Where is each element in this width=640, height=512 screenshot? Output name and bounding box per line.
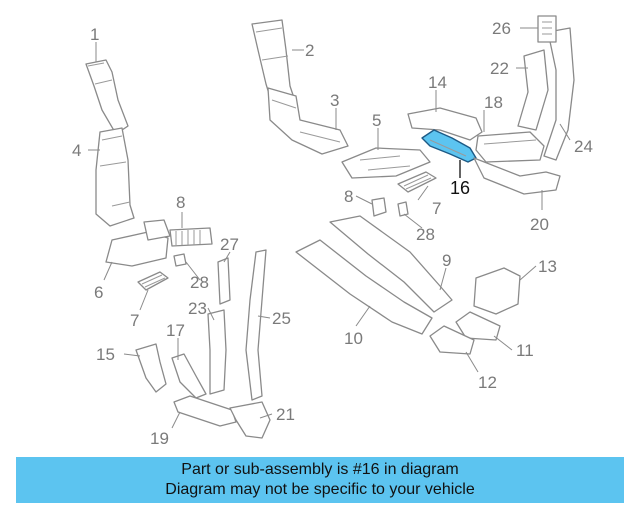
part-14-duct bbox=[407, 107, 483, 141]
part-21-duct bbox=[229, 401, 271, 439]
callout-labels: 1 2 3 4 5 6 7 7 8 8 9 10 11 12 13 14 15 … bbox=[72, 19, 593, 448]
part-19-duct bbox=[173, 395, 237, 427]
callout-18: 18 bbox=[484, 93, 503, 112]
callout-20: 20 bbox=[530, 215, 549, 234]
part-23-duct bbox=[207, 309, 227, 395]
part-9-duct bbox=[329, 215, 453, 313]
part-6-register bbox=[105, 219, 171, 267]
part-7-grille bbox=[137, 271, 169, 291]
part-3-duct bbox=[267, 87, 349, 155]
callout-7-lower: 7 bbox=[130, 311, 139, 330]
callout-8-left: 8 bbox=[176, 193, 185, 212]
part-28-clip-left bbox=[173, 253, 187, 267]
callout-25: 25 bbox=[272, 309, 291, 328]
callout-24: 24 bbox=[574, 137, 593, 156]
part-26-register bbox=[537, 15, 557, 43]
callout-12: 12 bbox=[478, 373, 497, 392]
callout-8-center: 8 bbox=[344, 187, 353, 206]
part-17-duct bbox=[171, 353, 207, 399]
callout-15: 15 bbox=[96, 345, 115, 364]
part-8-vent bbox=[169, 227, 213, 247]
callout-19: 19 bbox=[150, 429, 169, 448]
callout-26: 26 bbox=[492, 19, 511, 38]
callout-5: 5 bbox=[372, 111, 381, 130]
callout-13: 13 bbox=[538, 257, 557, 276]
part-18-duct bbox=[475, 131, 545, 163]
part-27-bracket bbox=[217, 257, 231, 305]
part-13-register bbox=[473, 267, 521, 315]
part-20-duct bbox=[473, 157, 561, 195]
part-15-duct bbox=[135, 343, 167, 393]
callout-21: 21 bbox=[276, 405, 295, 424]
callout-11: 11 bbox=[516, 341, 534, 360]
parts-diagram: 1 2 3 4 5 6 7 7 8 8 9 10 11 12 13 14 15 … bbox=[72, 15, 593, 448]
callout-4: 4 bbox=[72, 141, 81, 160]
callout-28-center: 28 bbox=[416, 225, 435, 244]
part-25-duct bbox=[245, 249, 267, 401]
callout-14: 14 bbox=[428, 73, 447, 92]
callout-3: 3 bbox=[330, 91, 339, 110]
callout-17: 17 bbox=[166, 321, 185, 340]
info-banner: Part or sub-assembly is #16 in diagram D… bbox=[16, 457, 624, 503]
part-8-bracket bbox=[371, 197, 387, 217]
callout-7-center: 7 bbox=[432, 199, 441, 218]
callout-9: 9 bbox=[442, 251, 451, 270]
callout-2: 1 bbox=[90, 25, 99, 44]
leader-lines bbox=[88, 27, 571, 429]
banner-line-disclaimer: Diagram may not be specific to your vehi… bbox=[165, 481, 475, 498]
callout-10: 10 bbox=[344, 329, 363, 348]
callout-1: 2 bbox=[305, 41, 314, 60]
callout-27: 27 bbox=[220, 235, 239, 254]
part-2-duct bbox=[85, 59, 129, 135]
callout-28-left: 28 bbox=[190, 273, 209, 292]
part-10-duct bbox=[295, 239, 433, 335]
part-5-register bbox=[341, 147, 431, 179]
part-12-duct bbox=[429, 325, 475, 355]
part-24-duct bbox=[543, 27, 575, 161]
banner-line-part-number: Part or sub-assembly is #16 in diagram bbox=[181, 461, 459, 478]
part-22-duct bbox=[517, 49, 549, 131]
part-7-grille-center bbox=[397, 171, 437, 193]
part-16-duct-highlighted bbox=[421, 129, 477, 163]
callout-16-highlighted: 16 bbox=[450, 178, 470, 198]
callout-23: 23 bbox=[188, 299, 207, 318]
callout-6: 6 bbox=[94, 283, 103, 302]
callout-22: 22 bbox=[490, 59, 509, 78]
part-4-duct bbox=[95, 127, 135, 227]
part-28-clip-center bbox=[397, 201, 409, 217]
